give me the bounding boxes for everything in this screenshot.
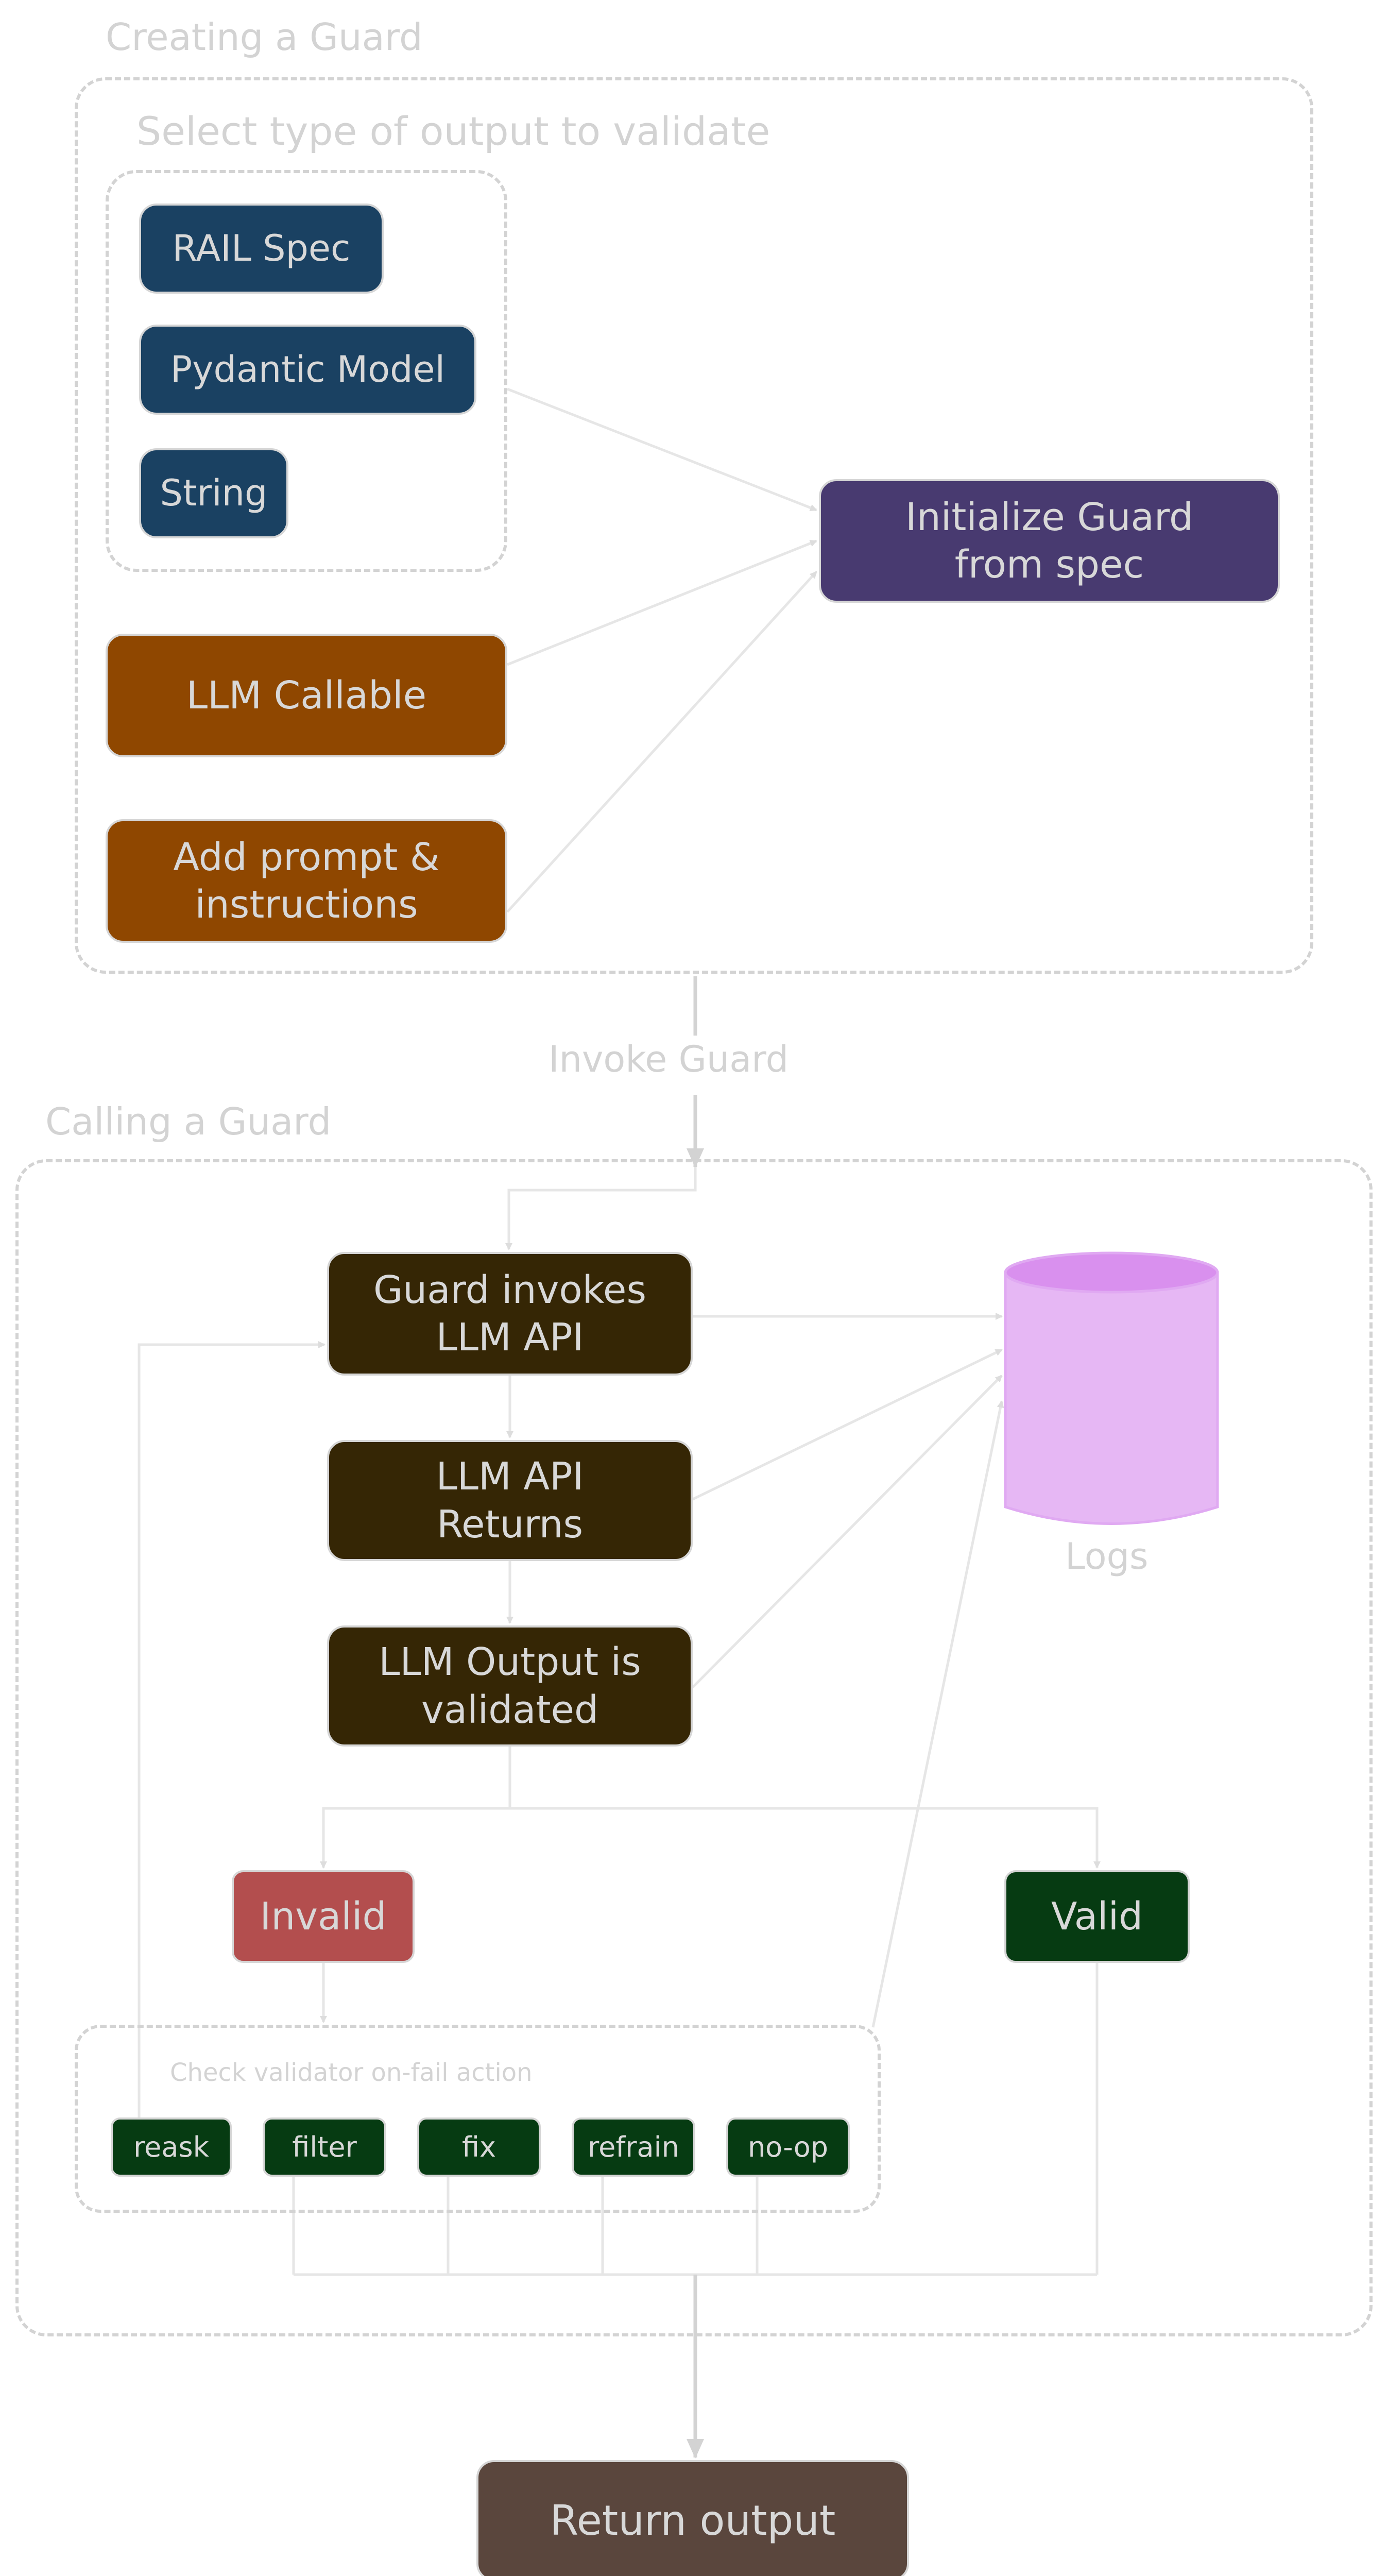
action-filter[interactable]: filter (263, 2117, 386, 2177)
return-output-node[interactable]: Return output (476, 2460, 909, 2576)
edge-validated-to-logs (692, 1375, 1003, 1688)
creating-guard-title: Creating a Guard (106, 15, 423, 59)
select-type-frame (106, 170, 507, 572)
edge-validated-to-invalid (320, 1747, 511, 1869)
edge-prompt-to-init (506, 571, 817, 913)
edge-validated-to-valid (510, 1807, 1101, 1869)
llm-callable-node[interactable]: LLM Callable (106, 634, 507, 757)
edge-returns-to-logs (692, 1348, 1003, 1501)
initialize-guard-node[interactable]: Initialize Guard from spec (819, 479, 1280, 603)
logs-label: Logs (1065, 1535, 1149, 1578)
calling-guard-frame (15, 1159, 1373, 2336)
on-fail-frame (75, 2025, 881, 2213)
add-prompt-node[interactable]: Add prompt & instructions (106, 819, 507, 943)
guard-invokes-llm-node[interactable]: Guard invokes LLM API (327, 1252, 693, 1376)
invoke-guard-label: Invoke Guard (549, 1038, 789, 1080)
creating-guard-frame (75, 77, 1313, 974)
action-refrain[interactable]: refrain (572, 2117, 695, 2177)
string-node[interactable]: String (139, 448, 288, 538)
rail-spec-node[interactable]: RAIL Spec (139, 204, 384, 294)
edge-callable-to-init (507, 539, 817, 666)
action-reask[interactable]: reask (111, 2117, 232, 2177)
edge-reask-loop (138, 1341, 325, 2117)
output-validated-node[interactable]: LLM Output is validated (327, 1625, 693, 1747)
edge-invoke-to-guard (505, 1167, 697, 1250)
invalid-node[interactable]: Invalid (232, 1870, 415, 1963)
action-no-op[interactable]: no-op (726, 2117, 850, 2177)
llm-api-returns-node[interactable]: LLM API Returns (327, 1440, 693, 1561)
action-fix[interactable]: fix (417, 2117, 541, 2177)
calling-guard-title: Calling a Guard (45, 1100, 332, 1143)
edges (138, 387, 1101, 2459)
on-fail-title: Check validator on-fail action (170, 2058, 533, 2087)
edge-pydantic-to-init (507, 387, 817, 512)
edge-onfail-to-logs (871, 1400, 1004, 2028)
pydantic-model-node[interactable]: Pydantic Model (139, 325, 476, 415)
logs-cylinder-icon (1004, 1251, 1219, 1525)
valid-node[interactable]: Valid (1004, 1870, 1190, 1963)
select-type-title: Select type of output to validate (136, 108, 770, 154)
